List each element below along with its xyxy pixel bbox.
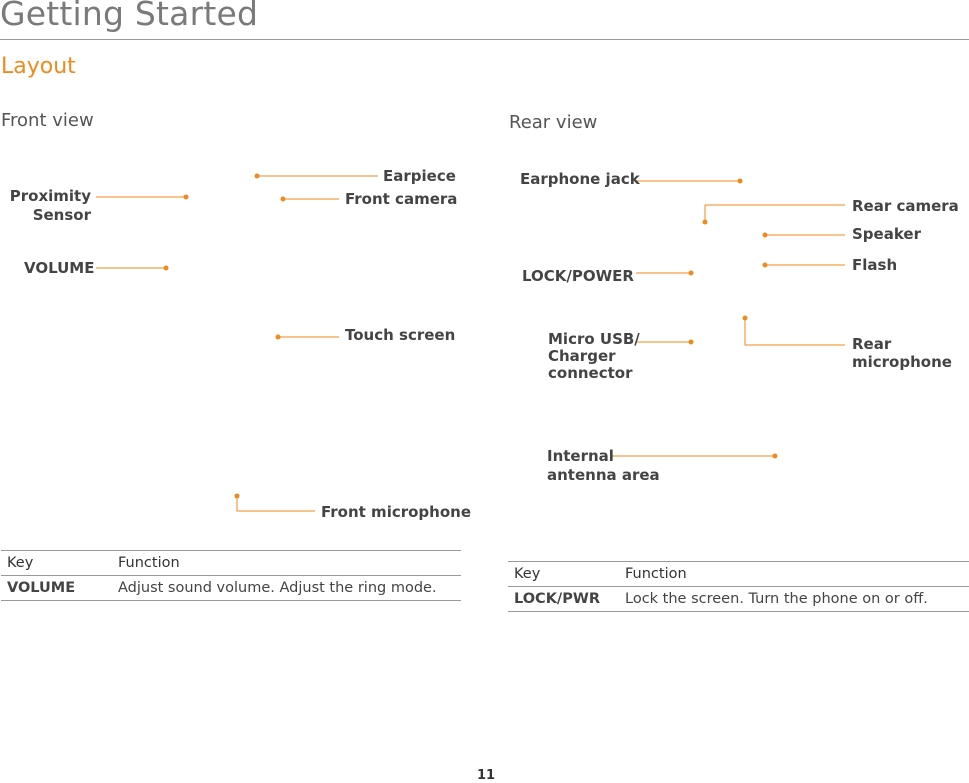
micro-usb-label-line3: connector [548, 364, 633, 382]
micro-usb-label: Micro USB/ Charger connector [548, 331, 640, 382]
earphone-jack-label: Earphone jack [520, 170, 640, 188]
rear-microphone-dot [742, 315, 748, 321]
proximity-sensor-label: Proximity Sensor [5, 187, 91, 225]
table-cell-function: Lock the screen. Turn the phone on or of… [619, 586, 969, 612]
table-header-row: Key Function [1, 550, 461, 576]
title-divider [0, 39, 969, 40]
rear-key-table: Key Function LOCK/PWR Lock the screen. T… [508, 561, 969, 612]
rear-microphone-label: Rear microphone [852, 335, 952, 371]
rear-camera-callout [704, 204, 845, 222]
proximity-dot [183, 194, 189, 200]
flash-label: Flash [852, 256, 898, 274]
table-header-key: Key [1, 550, 112, 576]
speaker-label: Speaker [852, 225, 921, 243]
front-view-title: Front view [1, 110, 94, 131]
micro-usb-dot [688, 339, 694, 345]
rear-view-title: Rear view [509, 112, 598, 133]
chapter-title: Getting Started [0, 0, 259, 33]
rear-mic-label-line2: microphone [852, 353, 952, 371]
table-header-function: Function [112, 550, 461, 576]
front-microphone-dot [234, 493, 240, 499]
table-row: LOCK/PWR Lock the screen. Turn the phone… [508, 586, 969, 612]
table-cell-key: LOCK/PWR [508, 586, 619, 612]
lock-power-label: LOCK/POWER [522, 267, 634, 285]
section-title: Layout [1, 54, 76, 79]
volume-label: VOLUME [24, 259, 95, 277]
table-header-key: Key [508, 561, 619, 587]
antenna-label-line2: antenna area [547, 466, 660, 484]
front-microphone-label: Front microphone [321, 503, 471, 521]
proximity-label-line2: Sensor [32, 206, 91, 224]
volume-dot [163, 265, 169, 271]
proximity-label-line1: Proximity [9, 187, 91, 205]
earpiece-dot [254, 173, 260, 179]
touch-screen-label: Touch screen [345, 326, 456, 344]
earpiece-label: Earpiece [383, 167, 456, 185]
table-cell-function: Adjust sound volume. Adjust the ring mod… [112, 575, 461, 601]
rear-microphone-callout [744, 318, 845, 346]
micro-usb-label-line2: Charger [548, 347, 616, 365]
antenna-label-line1: Internal [547, 447, 614, 465]
rear-mic-label-line1: Rear [852, 335, 892, 353]
table-header-row: Key Function [508, 561, 969, 587]
rear-camera-label: Rear camera [852, 197, 959, 215]
flash-dot [762, 262, 768, 268]
table-cell-key: VOLUME [1, 575, 112, 601]
micro-usb-label-line1: Micro USB/ [548, 330, 640, 348]
touch-screen-dot [275, 334, 281, 340]
front-camera-label: Front camera [345, 190, 458, 208]
earphone-jack-dot [737, 178, 743, 184]
lock-power-dot [688, 270, 694, 276]
rear-camera-dot [702, 219, 708, 225]
antenna-dot [772, 453, 778, 459]
table-header-function: Function [619, 561, 969, 587]
front-key-table: Key Function VOLUME Adjust sound volume.… [1, 550, 461, 601]
antenna-label: Internal antenna area [547, 447, 660, 485]
front-camera-dot [280, 196, 286, 202]
table-row: VOLUME Adjust sound volume. Adjust the r… [1, 575, 461, 601]
front-microphone-callout [236, 496, 315, 512]
speaker-dot [762, 232, 768, 238]
page-number: 11 [477, 768, 496, 783]
